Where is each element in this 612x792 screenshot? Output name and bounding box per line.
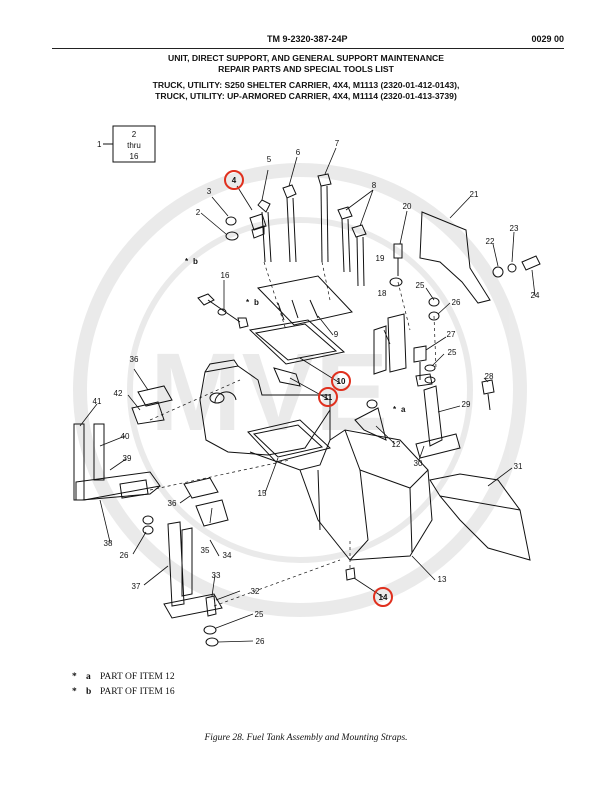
callout-28: 28 — [485, 372, 494, 381]
callout-19: 19 — [376, 254, 385, 263]
assembly-guides — [149, 261, 437, 607]
heat-shield — [429, 473, 531, 561]
callout-36-lower: 36 — [168, 499, 177, 508]
callout-25-upper: 25 — [416, 281, 425, 290]
callout-30: 30 — [414, 459, 423, 468]
callout-11: 11 — [324, 393, 333, 402]
star-marker-b-lower: * — [246, 298, 250, 307]
callout-41: 41 — [93, 397, 102, 406]
part-a-marker: a — [401, 405, 406, 414]
strap-29 — [415, 373, 495, 459]
strap-left-lower — [163, 477, 229, 647]
kit-item-number: 1 — [97, 140, 102, 149]
page-id: 0029 00 — [531, 34, 564, 44]
callout-2: 2 — [196, 208, 201, 217]
title-line-2: REPAIR PARTS AND SPECIAL TOOLS LIST — [218, 64, 394, 74]
callout-42: 42 — [114, 389, 123, 398]
leader-lines — [79, 147, 536, 643]
callout-26-left: 26 — [120, 551, 129, 560]
callout-35: 35 — [201, 546, 210, 555]
title-line-1: UNIT, DIRECT SUPPORT, AND GENERAL SUPPOR… — [168, 53, 444, 63]
callout-36-upper: 36 — [130, 355, 139, 364]
bracket-12 — [354, 399, 387, 441]
callout-15: 15 — [258, 489, 267, 498]
callout-18: 18 — [378, 289, 387, 298]
note-a-text: PART OF ITEM 12 — [100, 672, 175, 682]
callout-16: 16 — [221, 271, 230, 280]
callout-3: 3 — [207, 187, 212, 196]
part-b-marker-upper: b — [193, 257, 198, 266]
callout-25-middle: 25 — [448, 348, 457, 357]
callout-24: 24 — [531, 291, 540, 300]
kit-line-3: 16 — [130, 152, 139, 161]
svg-text:MVE: MVE — [150, 331, 388, 454]
figure-caption: Figure 28. Fuel Tank Assembly and Mounti… — [204, 733, 408, 743]
callout-25-lower: 25 — [255, 610, 264, 619]
note-a: * a PART OF ITEM 12 — [72, 670, 175, 685]
callout-26-lower: 26 — [256, 637, 265, 646]
callout-20: 20 — [403, 202, 412, 211]
kit-box-text: 1 2 thru 16 — [97, 130, 141, 161]
callout-29: 29 — [462, 400, 471, 409]
callout-40: 40 — [121, 432, 130, 441]
star-marker-a: * — [393, 405, 397, 414]
callout-7: 7 — [335, 139, 340, 148]
note-b-text: PART OF ITEM 16 — [100, 687, 175, 697]
fuel-tubes — [257, 173, 367, 287]
callout-37: 37 — [132, 582, 141, 591]
fittings-hardware — [197, 213, 267, 329]
callout-10: 10 — [337, 377, 346, 386]
mount-bolts-right — [492, 255, 541, 278]
callout-4: 4 — [232, 176, 237, 185]
highlight-circles — [224, 170, 393, 607]
note-b-star: * — [72, 687, 77, 697]
callout-22: 22 — [486, 237, 495, 246]
callout-14: 14 — [379, 593, 388, 602]
callout-38: 38 — [104, 539, 113, 548]
callout-39: 39 — [123, 454, 132, 463]
callout-labels: 3 2 4 5 6 7 8 9 10 11 12 13 14 15 16 18 … — [93, 139, 540, 646]
callout-8: 8 — [372, 181, 377, 190]
page-header: TM 9-2320-387-24P 0029 00 — [52, 34, 564, 48]
callout-5: 5 — [267, 155, 272, 164]
note-b-key: b — [86, 687, 92, 697]
tm-number: TM 9-2320-387-24P — [267, 34, 348, 44]
callout-26-upper: 26 — [452, 298, 461, 307]
drain-plug — [345, 567, 356, 581]
part-notes: * a PART OF ITEM 12 * b PART OF ITEM 16 — [72, 670, 175, 700]
title-line-3: TRUCK, UTILITY: S250 SHELTER CARRIER, 4X… — [152, 80, 460, 90]
kit-box — [103, 125, 156, 163]
callout-31: 31 — [514, 462, 523, 471]
note-b: * b PART OF ITEM 16 — [72, 685, 175, 700]
kit-line-1: 2 — [132, 130, 137, 139]
note-a-star: * — [72, 672, 77, 682]
sender-assembly — [247, 275, 353, 463]
header-rule — [52, 48, 564, 49]
callout-23: 23 — [510, 224, 519, 233]
part-b-marker-lower: b — [254, 298, 259, 307]
callout-21: 21 — [470, 190, 479, 199]
callout-9: 9 — [334, 330, 339, 339]
star-marker-b-upper: * — [185, 257, 189, 266]
callout-34: 34 — [223, 551, 232, 560]
callout-32: 32 — [251, 587, 260, 596]
watermark-seal: MVE — [73, 163, 527, 617]
callout-12: 12 — [392, 440, 401, 449]
callout-33: 33 — [212, 571, 221, 580]
note-a-key: a — [86, 672, 91, 682]
part-of-markers: * b * b * a — [185, 257, 406, 414]
kit-line-2: thru — [127, 141, 141, 150]
fill-hanger — [373, 211, 491, 384]
callout-27: 27 — [447, 330, 456, 339]
fuel-tank — [199, 359, 433, 561]
callout-13: 13 — [438, 575, 447, 584]
title-line-4: TRUCK, UTILITY: UP-ARMORED CARRIER, 4X4,… — [155, 91, 457, 101]
callout-6: 6 — [296, 148, 301, 157]
